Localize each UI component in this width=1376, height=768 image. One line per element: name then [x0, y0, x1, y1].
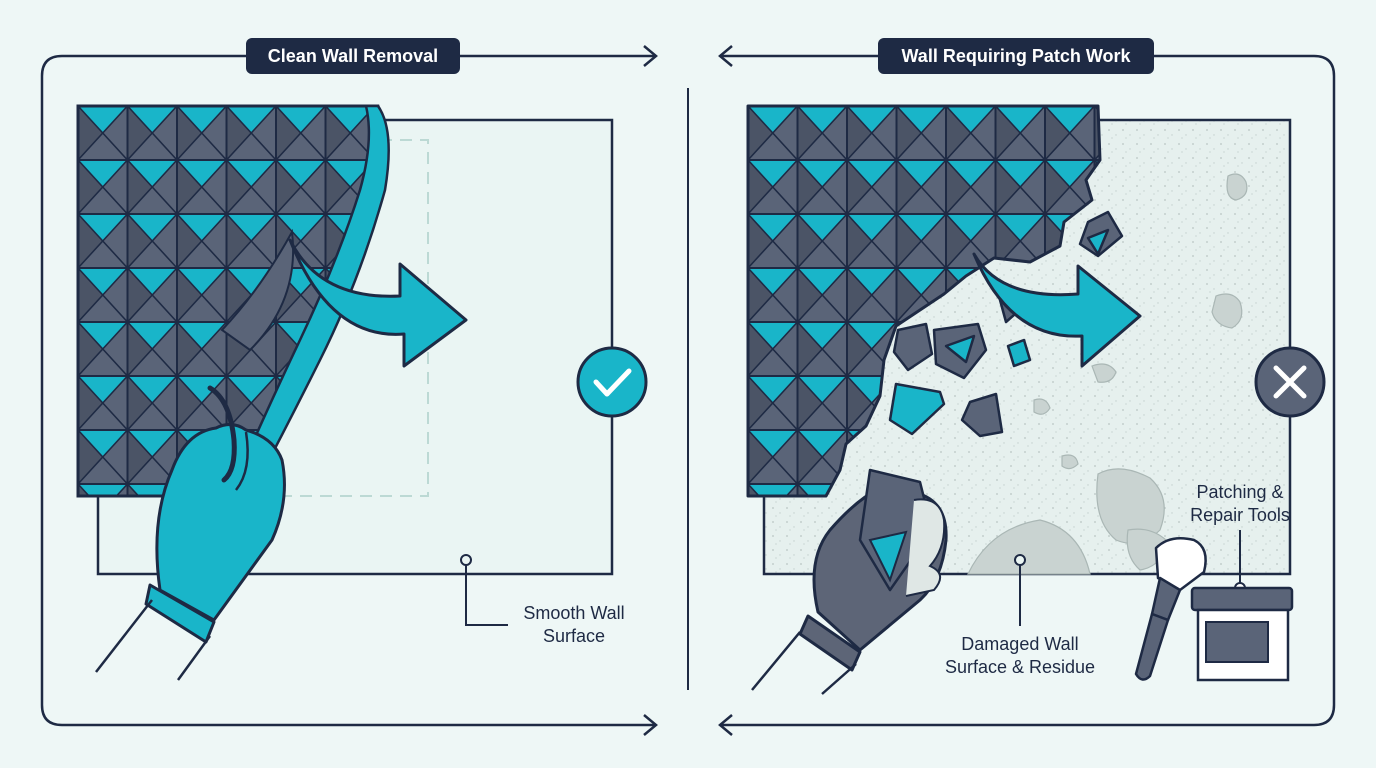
smooth-wall-callout: Smooth Wall Surface	[512, 602, 636, 648]
right-top-arrowhead	[718, 45, 733, 67]
tools-callout: Patching & Repair Tools	[1176, 481, 1304, 527]
putty-knife-icon	[1134, 537, 1207, 681]
compound-bucket-icon	[1190, 586, 1294, 682]
damaged-wall-callout: Damaged Wall Surface & Residue	[930, 633, 1110, 679]
teal-glove-hand	[95, 385, 286, 681]
x-mark-icon	[1254, 346, 1326, 418]
removal-arrow-left	[288, 238, 468, 368]
callout-line-1: Smooth Wall	[523, 603, 625, 623]
curled-corner	[220, 228, 295, 352]
checkmark-icon	[576, 346, 648, 418]
callout-line-1: Damaged Wall	[961, 634, 1079, 654]
left-panel-frame	[40, 54, 655, 727]
damaged-wall-callout-line	[1014, 554, 1026, 626]
right-panel-frame	[720, 54, 1336, 727]
callout-line-2: Surface	[542, 626, 606, 646]
callout-line-2: Surface & Residue	[944, 657, 1096, 677]
right-bottom-arrowhead	[718, 714, 733, 736]
right-tile-sheet	[746, 104, 1102, 498]
removal-arrow-right	[972, 252, 1142, 368]
right-panel-title: Wall Requiring Patch Work	[878, 38, 1154, 74]
left-panel-title: Clean Wall Removal	[246, 38, 460, 74]
callout-line-1: Patching &	[1196, 482, 1284, 502]
gray-glove-hand	[751, 468, 948, 695]
left-bottom-arrowhead	[643, 714, 658, 736]
smooth-wall-callout-line	[460, 554, 508, 626]
left-top-arrowhead	[643, 45, 658, 67]
callout-line-2: Repair Tools	[1190, 505, 1290, 525]
